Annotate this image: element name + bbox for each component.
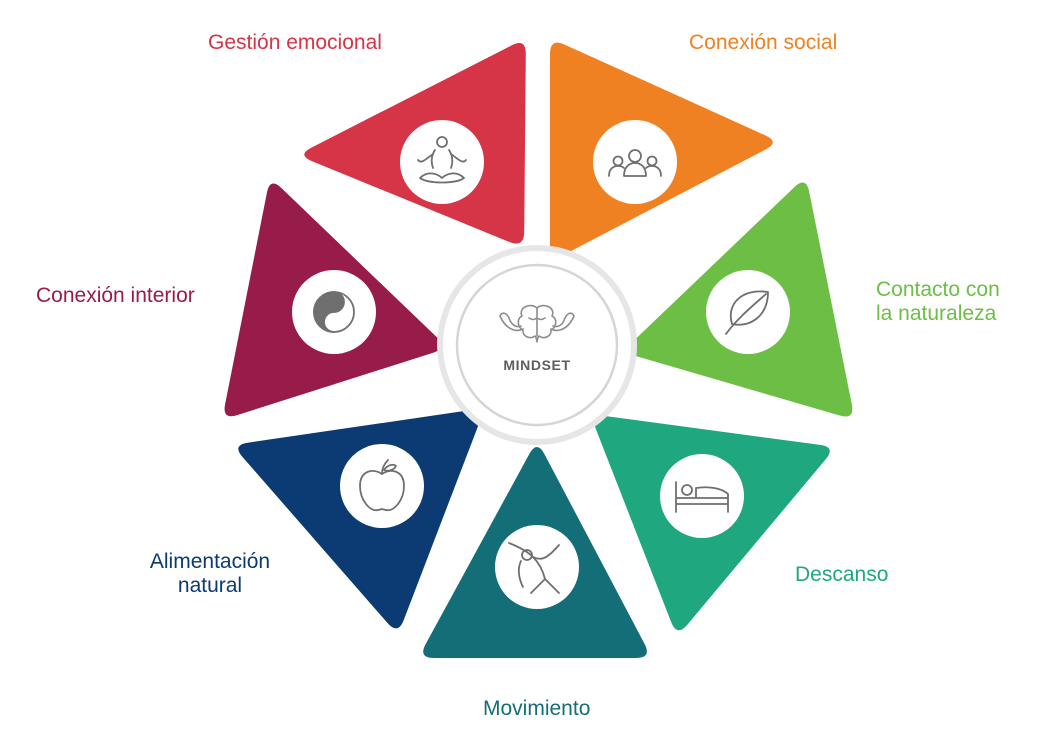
yin-yang-icon bbox=[313, 291, 355, 333]
meditation-icon bbox=[417, 136, 467, 184]
segment-descanso bbox=[594, 415, 830, 631]
label-line: Descanso bbox=[795, 563, 889, 586]
segment-alimentacion-natural bbox=[238, 409, 481, 629]
apple-icon bbox=[359, 459, 405, 512]
brain-muscles-icon bbox=[499, 304, 575, 343]
label-gestion-emocional: Gestión emocional bbox=[208, 31, 382, 55]
icon-disc-contacto-naturaleza bbox=[706, 270, 790, 354]
label-line: Conexión social bbox=[689, 31, 838, 54]
leaf-icon bbox=[725, 290, 769, 335]
mindset-center: MINDSET bbox=[437, 245, 637, 445]
icon-disc-movimiento bbox=[495, 525, 579, 609]
label-movimiento: Movimiento bbox=[483, 697, 590, 721]
segment-movimiento bbox=[423, 447, 647, 658]
label-conexion-interior: Conexión interior bbox=[36, 284, 195, 308]
label-line: Movimiento bbox=[483, 697, 591, 720]
people-group-icon bbox=[608, 149, 662, 177]
label-line: Alimentación bbox=[149, 550, 271, 573]
icon-disc-gestion-emocional bbox=[400, 120, 484, 204]
segment-gestion-emocional bbox=[304, 43, 526, 244]
segment-conexion-social bbox=[550, 42, 773, 257]
label-descanso: Descanso bbox=[795, 563, 888, 587]
segment-conexion-interior bbox=[224, 183, 442, 417]
stretching-person-icon bbox=[508, 542, 560, 594]
label-line: Gestión emocional bbox=[208, 31, 382, 54]
label-line: Contacto con bbox=[876, 278, 1000, 301]
center-label: MINDSET bbox=[503, 357, 570, 373]
icon-disc-descanso bbox=[660, 454, 744, 538]
label-line: natural bbox=[177, 574, 243, 597]
label-line: la naturaleza bbox=[876, 302, 997, 325]
icon-disc-alimentacion-natural bbox=[340, 444, 424, 528]
label-conexion-social: Conexión social bbox=[689, 31, 837, 55]
segment-contacto-naturaleza bbox=[628, 182, 853, 417]
label-line: Conexión interior bbox=[36, 284, 195, 307]
bed-icon bbox=[675, 481, 729, 513]
